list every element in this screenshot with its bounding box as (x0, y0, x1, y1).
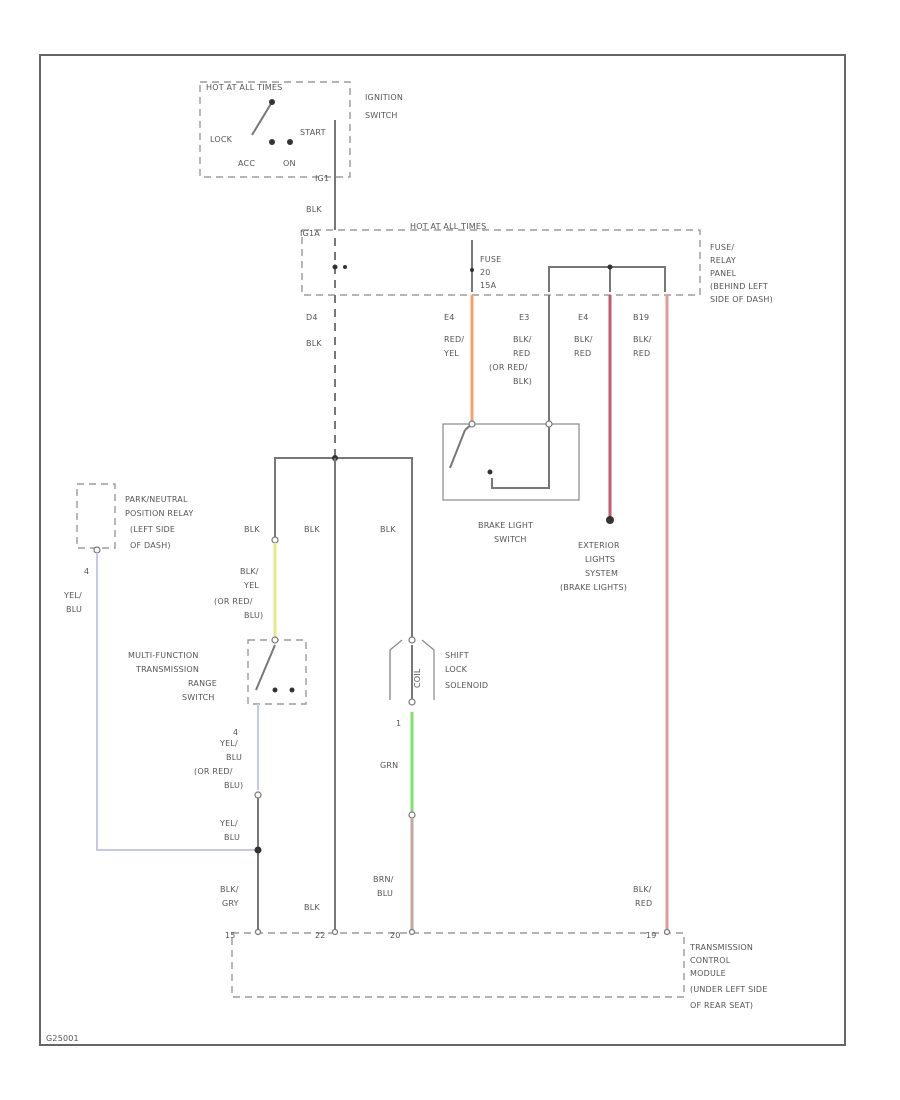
tcm-pin-15: 15 (225, 931, 236, 940)
tcm-name: TRANSMISSION CONTROL MODULE (UNDER LEFT … (689, 943, 770, 1010)
solenoid-pin-bottom (408, 698, 416, 706)
tcm-pin-19: 19 (646, 931, 657, 940)
ignition-wire-color: BLK (306, 205, 322, 214)
brake-switch-box (442, 423, 580, 501)
fuse-out-pin: D4 (306, 313, 318, 322)
tcm-pin-22: 22 (315, 931, 326, 940)
pin-b19: B19 (633, 313, 649, 322)
multi-function-transmission-range-switch: MULTI-FUNCTION TRANSMISSION RANGE SWITCH… (128, 636, 307, 737)
fuse-panel-in-pin: IG1A (300, 229, 320, 238)
solenoid-coil-label: COIL (413, 668, 422, 688)
fuse-relay-panel: HOT AT ALL TIMES FUSE/ RELAY PANEL (BEHI… (301, 222, 773, 304)
ignition-lock-label: LOCK (210, 135, 233, 144)
solenoid-pin-top (408, 636, 416, 644)
exterior-lights-name: EXTERIOR LIGHTS SYSTEM (BRAKE LIGHTS) (560, 541, 627, 592)
fuse-20-dot (470, 268, 474, 272)
mf-switch-blade (255, 644, 276, 691)
brake-switch-out (491, 424, 550, 489)
brake-light-switch: BRAKE LIGHT SWITCH (442, 420, 580, 544)
solenoid-tcm-wire: BRN/ BLU (373, 875, 396, 898)
brake-switch-contact (487, 469, 493, 475)
pin-e3-wire: BLK/ RED (OR RED/ BLK) (489, 335, 534, 386)
ignition-acc-label: ACC (238, 159, 255, 168)
transmission-control-module: TRANSMISSION CONTROL MODULE (UNDER LEFT … (225, 928, 770, 1010)
mf-wire-top-b: BLK/ YEL (OR RED/ BLU) (214, 567, 263, 620)
fuse-20-label: FUSE 20 15A (480, 255, 504, 290)
solenoid-wire-top: BLK (380, 525, 396, 534)
mf-switch-contact-a (272, 687, 278, 693)
park-relay-name: PARK/NEUTRAL POSITION RELAY (LEFT SIDE O… (125, 495, 196, 550)
yel-blu-wire-from-relay (96, 553, 258, 851)
ignition-pivot (269, 99, 275, 105)
fuse-out-wire: BLK (306, 339, 322, 348)
fuse-panel-hot-label: HOT AT ALL TIMES (410, 222, 486, 231)
mf-wire-tcm: BLK/ GRY (220, 885, 241, 908)
park-relay-pin-label: 4 (84, 567, 89, 576)
ignition-switch-box (199, 81, 351, 178)
blk-branch-wire (274, 457, 413, 640)
ignition-hot-label: HOT AT ALL TIMES (206, 83, 282, 92)
diagram-frame (39, 54, 846, 1046)
pin-e3: E3 (519, 313, 530, 322)
brake-switch-name: BRAKE LIGHT SWITCH (478, 521, 536, 544)
fuse-panel-splice (332, 264, 338, 270)
yel-blu-splice (254, 846, 262, 854)
exterior-lights-terminal (606, 516, 614, 524)
park-relay-pin (93, 546, 101, 554)
pin-b19-wire: BLK/ RED (633, 335, 654, 358)
fuse-panel-bus-splice (607, 264, 613, 270)
mf-wire-connector (271, 536, 279, 544)
solenoid-lower-connector (408, 811, 416, 819)
fuse-panel-bus (548, 266, 666, 292)
solenoid-outline (389, 639, 435, 700)
park-relay-wire: YEL/ BLU (63, 591, 85, 614)
fuse-panel-name: FUSE/ RELAY PANEL (BEHIND LEFT SIDE OF D… (710, 243, 773, 304)
solenoid-name: SHIFT LOCK SOLENOID (445, 651, 488, 690)
fuse-panel-splice-b (343, 265, 347, 269)
pin-e4-b-wire: BLK/ RED (574, 335, 595, 358)
mf-switch-name: MULTI-FUNCTION TRANSMISSION RANGE SWITCH (128, 651, 220, 702)
mf-wire-bottom: YEL/ BLU (OR RED/ BLU) (194, 739, 245, 790)
ignition-acc-contact (269, 139, 275, 145)
mf-switch-pin: 4 (233, 728, 238, 737)
park-neutral-position-relay: PARK/NEUTRAL POSITION RELAY (LEFT SIDE O… (63, 483, 196, 614)
tcm-connector-15 (254, 928, 262, 936)
ignition-switch: HOT AT ALL TIMES IGNITION SWITCH LOCK AC… (199, 81, 406, 183)
mf-switch-box (247, 639, 307, 705)
mf-wire-join: YEL/ BLU (219, 819, 241, 842)
mf-switch-contact-b (289, 687, 295, 693)
brake-switch-pin-a (468, 420, 476, 428)
pin-e4-a-wire: RED/ YEL (443, 335, 467, 358)
mf-wire-top-a: BLK (244, 525, 260, 534)
fuse-panel-box (301, 229, 701, 296)
ignition-switch-name: IGNITION SWITCH (365, 93, 406, 120)
tcm-pin-20: 20 (390, 931, 401, 940)
tcm-connector-22 (331, 928, 339, 936)
ignition-on-contact (287, 139, 293, 145)
center-wire-tcm: BLK (304, 903, 320, 912)
ignition-pin-label: IG1 (315, 174, 329, 183)
tcm-right-wire: BLK/ RED (633, 885, 654, 908)
tcm-connector-19 (663, 928, 671, 936)
tcm-box (231, 932, 685, 998)
brake-switch-blade (449, 429, 466, 469)
mf-lower-connector (254, 791, 262, 799)
mf-switch-pin-top (271, 636, 279, 644)
center-wire-label: BLK (304, 525, 320, 534)
park-relay-box (76, 483, 116, 549)
ignition-switch-blade (251, 101, 273, 136)
solenoid-green-wire: GRN (380, 761, 398, 770)
ignition-start-label: START (300, 128, 326, 137)
pin-e4-b: E4 (578, 313, 589, 322)
pin-e4-a: E4 (444, 313, 455, 322)
ignition-on-label: ON (283, 159, 296, 168)
tcm-connector-20 (408, 928, 416, 936)
diagram-code: G25001 (46, 1034, 79, 1043)
shift-lock-solenoid: COIL SHIFT LOCK SOLENOID 1 (389, 636, 488, 728)
brake-switch-pin-b (545, 420, 553, 428)
solenoid-pin-label: 1 (396, 719, 401, 728)
